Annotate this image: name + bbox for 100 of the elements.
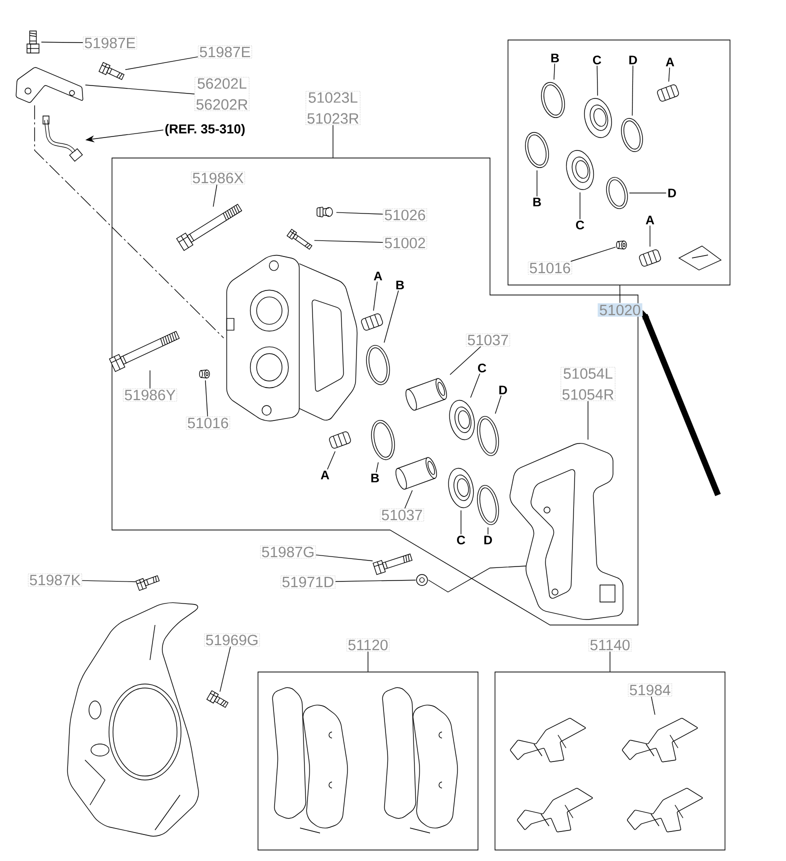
ring-drawing (541, 82, 565, 118)
reference-letter: A (666, 58, 674, 66)
leader-line (335, 580, 416, 582)
brake-hose-drawing (42, 116, 83, 162)
pad-clip-drawing (517, 788, 593, 832)
leader-line (404, 490, 413, 509)
ring-drawing (606, 177, 628, 210)
part-number: 51987E (198, 45, 252, 59)
part-number: 51037 (466, 333, 510, 347)
leader-line (650, 696, 656, 715)
part-number: 51054L 51054R (560, 366, 616, 402)
sleeve-drawing (616, 240, 627, 250)
part-number: 51140 (588, 638, 632, 652)
seal-drawing (448, 468, 474, 508)
leader-line (460, 510, 462, 535)
ring-drawing (477, 484, 499, 526)
part-number: 51987G (260, 545, 316, 559)
washer-drawing (416, 574, 428, 586)
part-number: 51016 (186, 416, 230, 430)
reference-letter: B (551, 54, 559, 62)
leader-line (554, 63, 556, 80)
group-frame (508, 40, 730, 286)
leader-line (205, 380, 208, 417)
part-number: 51971D (280, 575, 336, 589)
reference-letter: A (374, 272, 382, 280)
boot-drawing (361, 313, 383, 331)
cap-drawing (316, 206, 333, 218)
group-frame (494, 672, 726, 850)
leader-line (125, 56, 198, 70)
leader-line (316, 554, 373, 562)
part-number: 51026 (382, 208, 428, 222)
ring-drawing (525, 132, 549, 168)
reference-letter: D (499, 386, 507, 394)
reference-letter: C (457, 536, 466, 544)
leader-line (619, 285, 620, 304)
hose-bracket-drawing (16, 67, 84, 103)
leader-line (34, 105, 224, 338)
part-number: 51987K (28, 573, 82, 587)
ring-drawing (477, 416, 499, 456)
leader-line (376, 462, 379, 473)
leader-line (336, 212, 384, 215)
leader-line (220, 646, 231, 692)
part-number: 56202L 56202R (194, 76, 250, 112)
seal-drawing (449, 400, 475, 440)
reference-letter: B (533, 198, 541, 206)
dust-shield-drawing (67, 602, 199, 837)
part-number: 51120 (346, 638, 390, 652)
leader-line (82, 580, 136, 582)
leader-line (428, 566, 526, 592)
part-number: 51023L 51023R (305, 90, 361, 126)
part-number: 51984 (628, 683, 672, 697)
seal-drawing (566, 150, 594, 190)
brake-pad-drawing (382, 687, 458, 834)
seal-drawing (584, 98, 612, 138)
ring-drawing (371, 420, 395, 460)
brake-pad-drawing (272, 687, 348, 834)
bolt-drawing (176, 204, 242, 251)
ring-drawing (366, 344, 390, 386)
ring-drawing (621, 118, 643, 152)
leader-line (450, 346, 482, 375)
reference-letter: A (646, 216, 654, 224)
pad-clip-drawing (510, 718, 586, 762)
piston-drawing (396, 457, 437, 490)
reference-letter: D (668, 188, 676, 198)
leader-line (596, 65, 598, 96)
pad-clip-drawing (622, 718, 698, 762)
reference-letter: D (484, 536, 492, 544)
reference-letter: A (320, 470, 330, 480)
part-number: 51969G (204, 633, 260, 647)
bolt-drawing (286, 228, 312, 250)
group-frame (258, 672, 478, 850)
part-number: 51987E (82, 36, 138, 50)
leader-line (314, 240, 384, 243)
leader-line (384, 290, 399, 343)
leader-line (327, 451, 336, 470)
bolt-drawing (372, 554, 413, 576)
leader-line (632, 65, 634, 116)
leader-line (332, 124, 334, 158)
group-frame (112, 158, 638, 626)
part-number: 51020 (598, 303, 642, 317)
reference-letter: B (371, 474, 379, 482)
leader-line (494, 395, 502, 414)
reference-letter: C (593, 56, 602, 64)
part-number: 51986X (190, 171, 246, 185)
leader-line (570, 246, 616, 262)
reference-letter: C (478, 364, 486, 372)
part-number: 51002 (382, 236, 428, 250)
leader-line (536, 170, 538, 197)
leader-line (212, 184, 218, 207)
leader-line (470, 373, 480, 398)
reference-note: (REF. 35-310) (165, 124, 245, 136)
caliper-bracket-drawing (510, 442, 624, 620)
piston-drawing (406, 378, 447, 411)
boot-drawing (657, 84, 679, 102)
pad-clip-drawing (627, 788, 703, 832)
bolt-drawing (26, 30, 40, 54)
leader-line (85, 84, 195, 94)
leader-line (373, 281, 378, 311)
part-number: 51986Y (122, 388, 178, 402)
part-number: 51037 (380, 508, 424, 522)
